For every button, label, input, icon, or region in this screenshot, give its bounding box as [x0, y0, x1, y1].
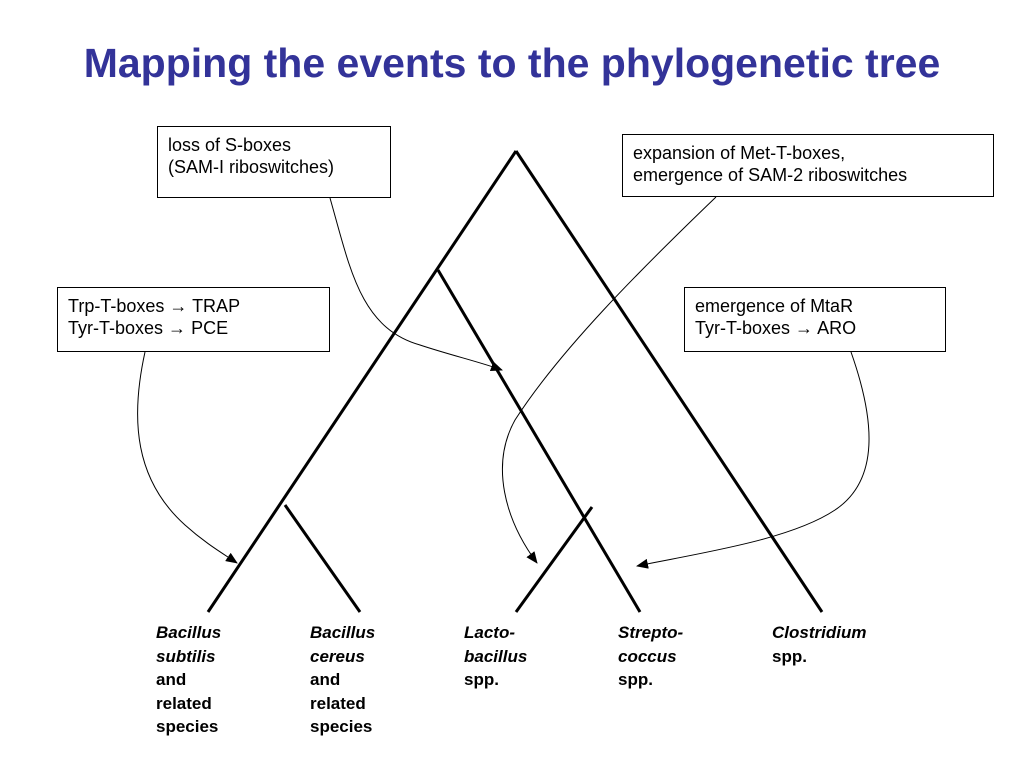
taxon-label-lactobacillus: Lacto- bacillus spp.: [464, 621, 527, 692]
event-text: TRAP: [192, 296, 241, 316]
right-arrow-icon: →: [169, 296, 188, 316]
taxon-qualifier: species: [310, 717, 373, 736]
event-text-line2: Tyr-T-boxes → ARO: [695, 317, 935, 339]
arrow-met-t-boxes-expansion: [502, 196, 717, 564]
event-text: (SAM-I riboswitches): [168, 157, 335, 177]
taxon-qualifier: species: [156, 717, 219, 736]
taxon-label-bacillus-subtilis: Bacillus subtilis and related species: [156, 621, 221, 739]
event-text: emergence of MtaR: [695, 296, 854, 316]
right-arrow-icon: →: [168, 318, 187, 338]
taxon-name: Bacillus: [156, 623, 222, 642]
event-text: ARO: [817, 318, 857, 338]
event-box-trp-tyr-t-boxes: Trp-T-boxes → TRAP Tyr-T-boxes → PCE: [57, 287, 330, 352]
event-text: PCE: [191, 318, 229, 338]
taxon-qualifier: spp.: [772, 646, 807, 666]
taxon-label-bacillus-cereus: Bacillus cereus and related species: [310, 621, 375, 739]
taxon-qualifier: related: [310, 693, 366, 713]
taxon-qualifier: spp.: [618, 670, 653, 689]
arrow-trp-tyr-t-boxes: [137, 351, 238, 564]
branch-root-to-bacillus-subtilis: [206, 150, 518, 613]
taxon-label-clostridium: Clostridium spp.: [772, 621, 866, 668]
taxon-qualifier: and: [310, 670, 341, 689]
event-text: expansion of Met-T-boxes,: [633, 143, 846, 163]
branch-lactobacillales-to-streptococcus: [436, 269, 642, 613]
taxon-qualifier: and: [156, 670, 187, 689]
taxon-name: Clostridium: [772, 623, 867, 642]
event-box-met-t-boxes-expansion: expansion of Met-T-boxes, emergence of S…: [622, 134, 994, 197]
taxon-qualifier: related: [156, 693, 212, 713]
taxon-name: Bacillus: [310, 623, 376, 642]
event-text: loss of S-boxes: [168, 135, 292, 155]
branch-root-to-clostridium: [514, 150, 824, 613]
event-box-mtar-emergence: emergence of MtaR Tyr-T-boxes → ARO: [684, 287, 946, 352]
right-arrow-icon: →: [795, 318, 814, 338]
taxon-name: cereus: [310, 646, 365, 666]
taxon-qualifier: spp.: [464, 670, 499, 689]
event-text: Tyr-T-boxes: [695, 318, 791, 338]
event-text: Tyr-T-boxes: [68, 318, 164, 338]
slide-title: Mapping the events to the phylogenetic t…: [83, 40, 941, 86]
event-text-line1: Trp-T-boxes → TRAP: [68, 295, 319, 317]
event-text-line2: Tyr-T-boxes → PCE: [68, 317, 319, 339]
taxon-name: coccus: [618, 646, 677, 666]
branch-bacillus-cereus: [283, 504, 362, 613]
event-box-s-boxes-loss: loss of S-boxes (SAM-I riboswitches): [157, 126, 391, 198]
arrow-mtar-emergence: [636, 351, 870, 569]
arrow-s-boxes-loss: [329, 197, 503, 371]
taxon-name: Lacto-: [464, 623, 515, 642]
taxon-name: bacillus: [464, 646, 528, 666]
event-text: Trp-T-boxes: [68, 296, 165, 316]
branch-lactobacillus: [514, 506, 594, 613]
taxon-name: Strepto-: [618, 623, 684, 642]
taxon-label-streptococcus: Strepto- coccus spp.: [618, 621, 683, 692]
event-text: emergence of SAM-2 riboswitches: [633, 165, 908, 185]
taxon-name: subtilis: [156, 646, 216, 666]
